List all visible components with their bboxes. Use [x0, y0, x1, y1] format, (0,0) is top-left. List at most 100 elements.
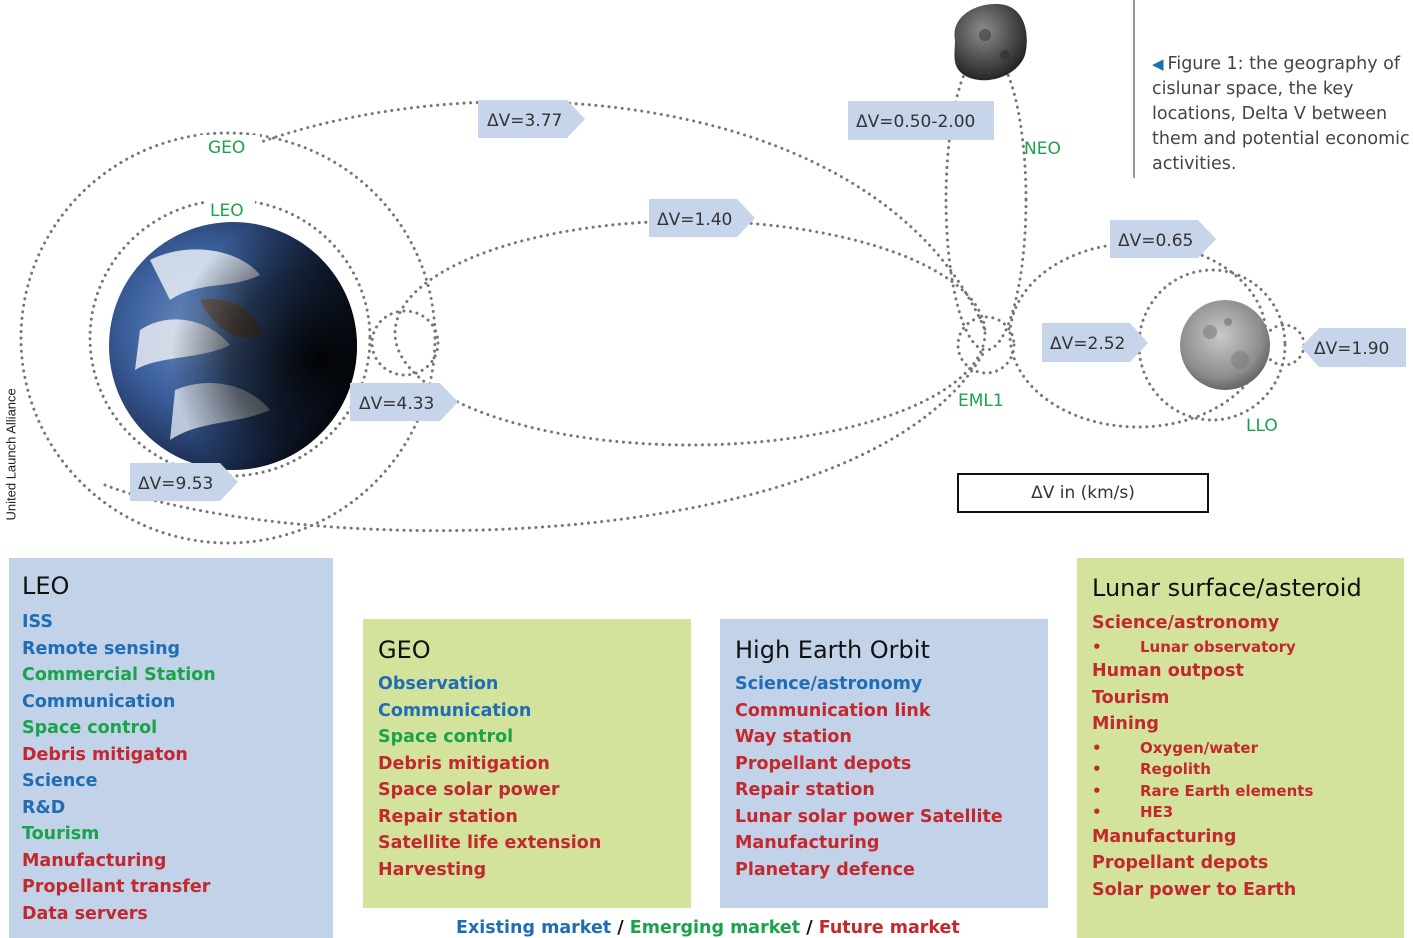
activity-item: Propellant depots [1092, 850, 1313, 877]
dv-tag-shape [350, 383, 458, 421]
activity-subitem: •Rare Earth elements [1092, 781, 1313, 803]
image-credit: United Launch Alliance [3, 388, 19, 521]
bullet-icon: • [1092, 637, 1102, 656]
legend-separator: / [617, 918, 624, 938]
activity-item: Harvesting [378, 857, 601, 884]
activity-item: Mining [1092, 711, 1313, 738]
activity-label: Regolith [1140, 760, 1211, 778]
activity-label: Data servers [22, 903, 148, 924]
activity-label: Propellant depots [1092, 853, 1269, 873]
activity-label: Manufacturing [22, 850, 167, 871]
activity-item: Human outpost [1092, 658, 1313, 685]
neo-loop [944, 48, 1028, 352]
activity-item: Lunar solar power Satellite [735, 804, 1003, 831]
activity-item: Propellant transfer [22, 874, 216, 901]
activity-label: R&D [22, 797, 66, 818]
activity-item: Observation [378, 671, 601, 698]
activity-item: Space control [378, 724, 601, 751]
activity-subitem: •Regolith [1092, 759, 1313, 781]
activity-label: Observation [378, 674, 499, 694]
activity-item: Space control [22, 715, 216, 742]
activity-item: Debris mitigaton [22, 742, 216, 769]
activity-label: Communication link [735, 700, 931, 721]
earth [109, 222, 357, 470]
activity-item: Tourism [22, 821, 216, 848]
activity-label: Repair station [378, 806, 518, 827]
activity-item: Debris mitigation [378, 751, 601, 778]
activity-item: Solar power to Earth [1092, 877, 1313, 904]
dv-label: ΔV=3.77 [487, 111, 562, 131]
dv-label: ΔV=2.52 [1050, 334, 1125, 354]
activity-label: Manufacturing [735, 833, 880, 853]
activity-item: ISS [22, 609, 216, 636]
dv-tag-shape [130, 463, 238, 501]
leo-to-eml1-lower-transfer [103, 348, 987, 533]
panel-title: GEO [378, 636, 431, 664]
panel-lunar-surface-asteroid: Lunar surface/asteroid Science/astronomy… [1077, 558, 1404, 938]
activity-label: Oxygen/water [1140, 738, 1258, 757]
geo-orbit [19, 131, 437, 545]
activity-item: Tourism [1092, 685, 1313, 712]
activity-item: Remote sensing [22, 636, 216, 663]
activity-label: Debris mitigaton [22, 744, 188, 765]
earth-eml1-transfer [393, 219, 987, 447]
activity-label: Science/astronomy [735, 674, 923, 694]
activity-label: Remote sensing [22, 638, 181, 659]
bullet-icon: • [1092, 803, 1102, 821]
neo-label: NEO [1024, 139, 1061, 159]
dv-label: ΔV=1.40 [657, 210, 732, 230]
activity-label: Planetary defence [735, 859, 915, 880]
panel-title: High Earth Orbit [735, 636, 930, 664]
dv-tag-shape [649, 199, 755, 237]
activity-subitem: • Oxygen/water [1092, 738, 1313, 760]
llo-label: LLO [1246, 416, 1278, 436]
activity-item: Propellant depots [735, 751, 1003, 778]
moon [1180, 300, 1270, 390]
activity-item: Science/astronomy [735, 671, 1003, 698]
activity-subitem: • HE3 [1092, 802, 1313, 824]
activity-label: Space control [378, 727, 514, 747]
activity-label: Debris mitigation [378, 753, 550, 774]
earth-transfer-loop [370, 309, 440, 377]
activity-label: Lunar observatory [1140, 637, 1296, 656]
eml1-label: EML1 [958, 391, 1004, 411]
activity-label: Manufacturing [1092, 826, 1237, 847]
activity-item: Manufacturing [1092, 824, 1313, 851]
dv-tag-shape [1301, 328, 1406, 367]
activity-label: Tourism [1092, 687, 1170, 708]
delta-v-tags [130, 100, 1406, 501]
activity-item: Way station [735, 724, 1003, 751]
bullet-icon: • [1092, 738, 1102, 757]
activity-label: HE3 [1140, 803, 1174, 821]
activity-item: Communication [378, 698, 601, 725]
activity-label: Repair station [735, 780, 875, 800]
activity-item: Planetary defence [735, 857, 1003, 884]
dv-label: ΔV=9.53 [138, 474, 213, 494]
activity-subitem: • Lunar observatory [1092, 637, 1313, 659]
figure-caption: ◀Figure 1: the geography of cislunar spa… [1152, 52, 1410, 177]
activity-item: Science [22, 768, 216, 795]
activity-label: Tourism [22, 824, 100, 844]
market-legend: Existing market / Emerging market / Futu… [456, 918, 960, 938]
caption-rule [1133, 0, 1135, 178]
dv-label: ΔV=0.50-2.00 [856, 112, 975, 132]
geo-label: GEO [208, 138, 245, 158]
activity-item: Repair station [378, 804, 601, 831]
activity-item: Manufacturing [22, 848, 216, 875]
activity-item: Satellite life extension [378, 830, 601, 857]
dv-tag-shape [478, 100, 585, 138]
dv-tag-shape [848, 101, 994, 140]
legend-emerging: Emerging market [629, 918, 801, 938]
activity-item: Data servers [22, 901, 216, 928]
activity-item: Space solar power [378, 777, 601, 804]
activity-label: Propellant transfer [22, 877, 211, 897]
legend-separator: / [806, 918, 813, 938]
activity-label: Lunar solar power Satellite [735, 806, 1003, 827]
activity-label: Way station [735, 727, 852, 747]
activity-label: Satellite life extension [378, 833, 602, 853]
